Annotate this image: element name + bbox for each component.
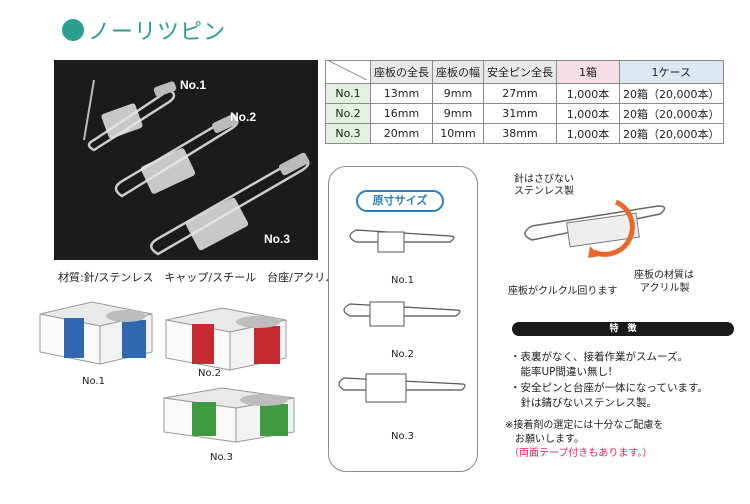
adhesive-note-line2: お願いします。 [505, 434, 584, 445]
header-cell: 1ケース [619, 60, 724, 84]
box-no1-image [39, 301, 153, 365]
table-row: No.1 13mm 9mm 27mm 1,000本 20箱（20,000本） [325, 83, 724, 104]
row-label: No.2 [325, 103, 371, 124]
table-cell: 20箱（20,000本） [619, 103, 724, 124]
table-corner-cell [325, 60, 371, 84]
material-note-line1: 座板の材質は [634, 270, 694, 281]
double-tape-note: （両面テープ付きもあります。） [509, 448, 653, 459]
row-label: No.1 [325, 83, 371, 104]
rotate-note: 座板がクルクル回ります [508, 286, 618, 297]
pin-outline-no2-icon [343, 301, 461, 327]
table-cell: 1,000本 [556, 103, 620, 124]
title-bullet-icon [62, 19, 84, 41]
box-label-no3: No.3 [210, 452, 233, 463]
box-no2-image [165, 307, 287, 371]
box-no3-image [163, 387, 295, 443]
box-no2-color-band [192, 324, 214, 364]
actual-label-no2: No.2 [391, 349, 414, 360]
adhesive-note-line1: ※接着剤の選定には十分なご配慮を [505, 420, 664, 431]
header-cell: 安全ピン全長 [483, 60, 557, 84]
header-cell: 座板の幅 [432, 60, 484, 84]
materials-text: 材質:針/ステンレス キャップ/スチール 台座/アクリル [58, 271, 337, 284]
base-plate-icon [566, 212, 640, 248]
feature-item: 針は錆びないステンレス製。 [510, 397, 657, 409]
table-cell: 9mm [432, 103, 484, 124]
material-note-line2: アクリル製 [640, 283, 690, 294]
actual-size-badge: 原寸サイズ [356, 190, 444, 212]
table-cell: 1,000本 [556, 123, 620, 144]
pin-outline-no1-icon [349, 229, 455, 253]
spec-table: 座板の全長 座板の幅 安全ピン全長 1箱 1ケース No.1 13mm 9mm … [325, 60, 724, 144]
needle-note-line1: 針はさびない [514, 174, 574, 185]
table-cell: 10mm [432, 123, 484, 144]
table-header-row: 座板の全長 座板の幅 安全ピン全長 1箱 1ケース [325, 60, 724, 84]
photo-label-no3: No.3 [264, 232, 291, 246]
photo-label-no1: No.1 [180, 78, 207, 92]
header-cell: 座板の全長 [370, 60, 433, 84]
feature-item: 能率UP間違い無し! [510, 366, 613, 378]
box-label-no2: No.2 [198, 368, 221, 379]
pin-no2-icon [114, 113, 239, 198]
pin-no1-icon [83, 79, 177, 152]
features-header: 特 徴 [512, 322, 734, 336]
product-photo: No.1 No.2 No.3 [54, 60, 318, 260]
rotation-arrow-icon [592, 199, 635, 257]
feature-item: ・安全ピンと台座が一体になっています。 [510, 382, 708, 394]
photo-label-no2: No.2 [230, 110, 257, 124]
pin-no3-icon [150, 152, 310, 256]
box-no1-color-band [64, 318, 84, 358]
pin-outline-no3-icon [338, 373, 466, 403]
table-cell: 31mm [483, 103, 557, 124]
table-cell: 16mm [370, 103, 433, 124]
safety-pins-illustration [83, 79, 310, 256]
table-cell: 1,000本 [556, 83, 620, 104]
actual-label-no1: No.1 [391, 275, 414, 286]
page-title: ノーリツピン [88, 20, 227, 45]
feature-item: ・表裏がなく、接着作業がスムーズ。 [510, 351, 688, 363]
box-label-no1: No.1 [82, 376, 105, 387]
table-cell: 20mm [370, 123, 433, 144]
box-no3-color-band [192, 402, 216, 436]
table-cell: 27mm [483, 83, 557, 104]
header-cell: 1箱 [556, 60, 620, 84]
table-cell: 38mm [483, 123, 557, 144]
table-row: No.3 20mm 10mm 38mm 1,000本 20箱（20,000本） [325, 123, 724, 144]
corner-diagonal-icon [328, 60, 368, 81]
table-cell: 9mm [432, 83, 484, 104]
table-cell: 20箱（20,000本） [619, 123, 724, 144]
actual-size-pins-illustration [338, 229, 466, 403]
needle-note-line2: ステンレス製 [514, 186, 574, 197]
table-cell: 20箱（20,000本） [619, 83, 724, 104]
row-label: No.3 [325, 123, 371, 144]
table-cell: 13mm [370, 83, 433, 104]
actual-label-no3: No.3 [391, 431, 414, 442]
table-row: No.2 16mm 9mm 31mm 1,000本 20箱（20,000本） [325, 103, 724, 124]
rotation-diagram [524, 199, 666, 258]
